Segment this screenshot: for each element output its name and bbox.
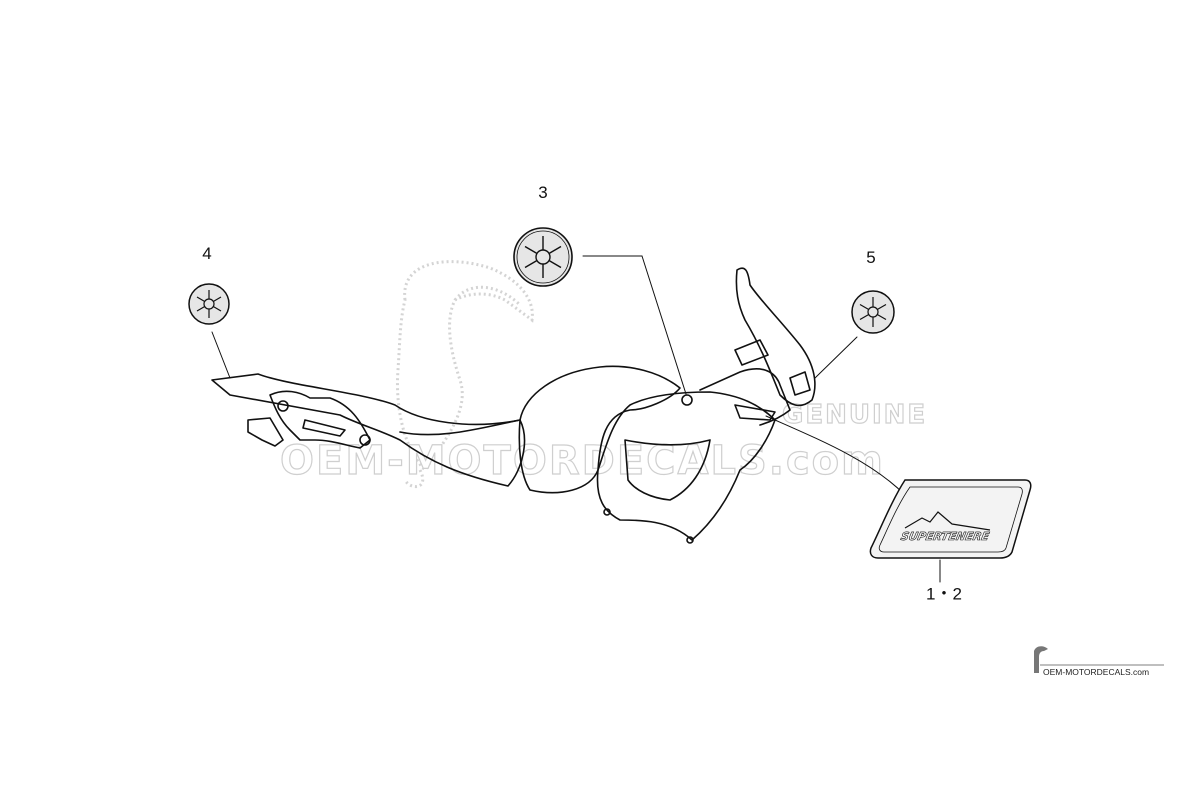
corner-logo <box>1034 646 1164 673</box>
windscreen <box>734 267 816 407</box>
callout-part-4: 4 <box>202 244 212 263</box>
decal-part-1-2: SUPERTENERE <box>869 479 1032 559</box>
callout-part-3: 3 <box>538 183 548 202</box>
tuning-fork-emblem-icon <box>196 290 222 318</box>
emblem-part-4 <box>188 283 230 325</box>
seat <box>518 365 681 494</box>
tuning-fork-emblem-icon <box>859 297 887 327</box>
callout-part-1-2: 1・2 <box>926 584 962 604</box>
tuning-fork-emblem-icon <box>524 236 562 278</box>
rear-seat-frame <box>211 373 526 487</box>
decal-text: SUPERTENERE <box>900 530 991 543</box>
emblem-part-5 <box>851 290 895 334</box>
bird-logo-icon <box>1034 646 1048 673</box>
emblem-part-3 <box>513 227 573 287</box>
leader-lines <box>211 255 941 583</box>
side-cover <box>596 368 791 544</box>
callout-part-5: 5 <box>866 248 876 267</box>
corner-logo-text: OEM-MOTORDECALS.com <box>1043 667 1150 677</box>
mountain-decal-icon <box>904 511 991 531</box>
watermark-main: OEM-MOTORDECALS.com <box>279 437 885 484</box>
